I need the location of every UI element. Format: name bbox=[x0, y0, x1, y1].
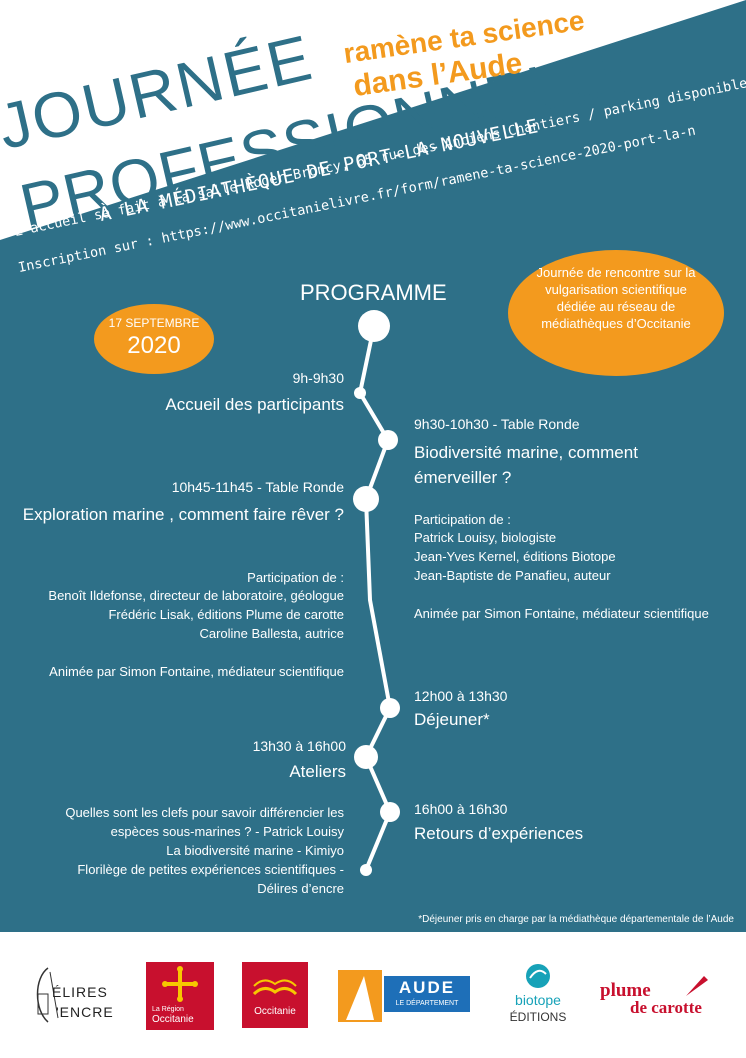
aude-a-icon bbox=[346, 976, 374, 1020]
date-badge: 17 SEPTEMBRE 2020 bbox=[94, 316, 214, 360]
workshop-line: espèces sous-marines ? - Patrick Louisy bbox=[110, 824, 344, 839]
plume-text1: plume bbox=[600, 980, 651, 1001]
item1-time: 9h-9h30 bbox=[292, 370, 344, 386]
delires-encre-text2: 'ENCRE bbox=[56, 1004, 114, 1020]
occitanie-livre-text: Occitanie bbox=[254, 1006, 296, 1017]
timeline-node bbox=[353, 486, 379, 512]
timeline-node bbox=[358, 310, 390, 342]
biotope-logo: biotope ÉDITIONS bbox=[500, 962, 576, 1030]
workshop-line: Florilège de petites expériences scienti… bbox=[77, 862, 344, 877]
programme-heading: PROGRAMME bbox=[300, 280, 447, 305]
date-badge-year: 2020 bbox=[127, 332, 181, 359]
workshop-line: La biodiversité marine - Kimiyo bbox=[166, 843, 344, 858]
aude-subtext: LE DÉPARTEMENT bbox=[395, 1000, 459, 1007]
item3-host: Animée par Simon Fontaine, médiateur sci… bbox=[49, 664, 344, 679]
occitanie-livre-logo: Occitanie bbox=[242, 962, 308, 1028]
biotope-text1: biotope bbox=[515, 992, 561, 1008]
occitan-cross-icon bbox=[162, 966, 198, 1002]
book-icon bbox=[252, 979, 298, 996]
region-text2: Occitanie bbox=[152, 1014, 194, 1025]
item3-participant: Frédéric Lisak, éditions Plume de carott… bbox=[108, 607, 344, 622]
timeline-node bbox=[354, 745, 378, 769]
plume-text2: de carotte bbox=[630, 998, 702, 1017]
item5-time: 13h30 à 16h00 bbox=[252, 738, 346, 754]
item3-time: 10h45-11h45 - Table Ronde bbox=[171, 479, 344, 495]
delires-encre-logo: ÉLIRES 'ENCRE bbox=[30, 964, 125, 1026]
item2-title: Biodiversité marine, comment émerveiller… bbox=[414, 443, 638, 487]
item2-participant: Patrick Louisy, biologiste bbox=[414, 530, 557, 545]
workshop-line: Délires d’encre bbox=[257, 881, 344, 896]
item3-participants-label: Participation de : bbox=[247, 570, 344, 585]
info-badge-shape bbox=[508, 250, 724, 376]
carrot-icon bbox=[686, 976, 708, 996]
item2-host: Animée par Simon Fontaine, médiateur sci… bbox=[414, 606, 709, 621]
aude-box bbox=[384, 976, 470, 1012]
workshop-line: Quelles sont les clefs pour savoir diffé… bbox=[65, 805, 344, 820]
item2-participant: Jean-Yves Kernel, éditions Biotope bbox=[414, 549, 616, 564]
item2-time: 9h30-10h30 - Table Ronde bbox=[414, 416, 580, 432]
footnote: *Déjeuner pris en charge par la médiathè… bbox=[418, 914, 734, 925]
timeline-node bbox=[360, 864, 372, 876]
timeline-line bbox=[357, 325, 393, 871]
plume-de-carotte-logo: plume de carotte bbox=[600, 972, 720, 1022]
date-badge-shape bbox=[94, 304, 214, 374]
item5-title: Ateliers bbox=[289, 762, 346, 781]
timeline-node bbox=[354, 387, 366, 399]
item6-title: Retours d’expériences bbox=[414, 824, 584, 843]
date-badge-day: 17 SEPTEMBRE bbox=[108, 316, 200, 330]
title-block: JOURNÉE PROFESSIONNELLE ramène ta scienc… bbox=[0, 0, 746, 300]
timeline-node bbox=[380, 802, 400, 822]
item4-title: Déjeuner* bbox=[414, 710, 490, 729]
delires-encre-text1: ÉLIRES bbox=[52, 984, 108, 1000]
item3-participant: Caroline Ballesta, autrice bbox=[199, 626, 344, 641]
timeline-node bbox=[380, 698, 400, 718]
aude-logo: AUDE LE DÉPARTEMENT bbox=[338, 970, 472, 1022]
item1-title: Accueil des participants bbox=[165, 395, 344, 414]
delires-encre-icon bbox=[36, 967, 59, 1023]
item2-participants-label: Participation de : bbox=[414, 512, 511, 527]
biotope-text2: ÉDITIONS bbox=[509, 1010, 567, 1024]
region-text1: La Région bbox=[152, 1006, 184, 1013]
item6-time: 16h00 à 16h30 bbox=[414, 801, 508, 817]
item3-title: Exploration marine , comment faire rêver… bbox=[22, 505, 344, 524]
item2-participant: Jean-Baptiste de Panafieu, auteur bbox=[414, 568, 611, 583]
info-badge: Journée de rencontre sur la vulgarisatio… bbox=[536, 265, 696, 331]
biotope-icon bbox=[526, 964, 550, 988]
timeline-node bbox=[378, 430, 398, 450]
item3-participant: Benoît Ildefonse, directeur de laboratoi… bbox=[48, 588, 344, 603]
item4-time: 12h00 à 13h30 bbox=[414, 688, 508, 704]
region-occitanie-logo: La Région Occitanie bbox=[146, 962, 214, 1030]
aude-text: AUDE bbox=[398, 978, 456, 997]
